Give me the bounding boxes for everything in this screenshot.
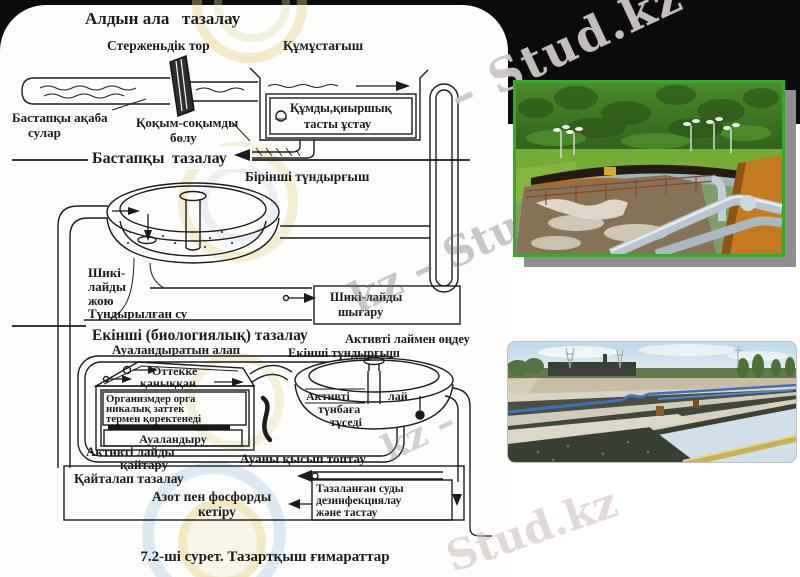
label-influent-1: Бастапқы ақаба [12, 110, 108, 125]
label-settles-4: түседі [330, 415, 363, 429]
label-activated-treat: Активті лаймен өңдеу [345, 332, 471, 346]
clarifier-tank-photo [513, 80, 785, 260]
label-sludge-out-2: шығару [338, 305, 384, 319]
label-organisms-1: Организмдер орга [106, 393, 196, 405]
label-raw-sludge-1: Шикі- [88, 265, 125, 280]
label-organisms-2: никалық заттек [106, 403, 185, 415]
label-secondary-clarifier: Екінші түндырғыш [288, 346, 400, 360]
label-settled-water: Түндырылған су [88, 306, 188, 321]
label-screenings-2: бөлу [170, 130, 197, 145]
label-settles-1: Активті [306, 389, 350, 403]
label-disinfect-1: Тазаланған суды [316, 483, 404, 495]
label-return-1: Активті лайды [86, 444, 175, 459]
label-settles-2: лай [388, 389, 408, 403]
treatment-plant-diagram: Алдын ала тазалау Стерженьдік тор Құмұст… [12, 9, 492, 565]
label-oxygen-2: қаныққан [140, 376, 196, 390]
label-influent-2: сулар [28, 125, 61, 140]
label-sludge-out-1: Шикі-лайды [330, 290, 403, 304]
label-primary-clarifier: Бірінші түндырғыш [245, 169, 370, 184]
label-disinfect-3: және тастау [316, 507, 378, 519]
label-nutrients-1: Азот пен фосфорды [152, 489, 272, 504]
title-pretreatment-2: тазалау [182, 9, 241, 28]
label-compress-air: Ауаны қысып топтау [240, 451, 366, 466]
title-pretreatment: Алдын ала [85, 9, 170, 28]
label-raw-sludge-3: жою [88, 293, 114, 308]
label-grit-chamber: Құмұстағыш [283, 38, 364, 53]
aeration-basins-photo [507, 341, 797, 463]
label-disinfect-2: дезинфекциялау [316, 495, 402, 507]
label-return-2: қайтару [120, 457, 169, 472]
title-primary: Бастапқы [92, 150, 165, 167]
label-raw-sludge-2: лайды [88, 279, 126, 294]
label-settles-3: түнбаға [318, 402, 360, 416]
title-secondary: Екінші (биологиялық) тазалау [92, 327, 308, 344]
label-bar-screen: Стерженьдік тор [107, 38, 210, 53]
label-aeration-field: Ауаландыратын алап [112, 342, 241, 357]
label-screenings-1: Қоқым-соқымды [136, 115, 238, 130]
label-grit-1: Құмды,қиыршық [290, 101, 392, 115]
label-oxygen-1: Оттекке [152, 364, 198, 378]
figure-caption: 7.2-ші сурет. Тазартқыш ғимараттар [140, 549, 389, 565]
title-tertiary: Қайталап тазалау [74, 471, 184, 486]
label-nutrients-2: кетіру [198, 504, 236, 519]
label-aerate: Ауаландыру [139, 432, 207, 446]
label-organisms-3: термен қоректенеді [106, 413, 201, 425]
title-primary-2: тазалау [172, 150, 227, 167]
label-grit-2: тасты ұстау [304, 117, 372, 131]
